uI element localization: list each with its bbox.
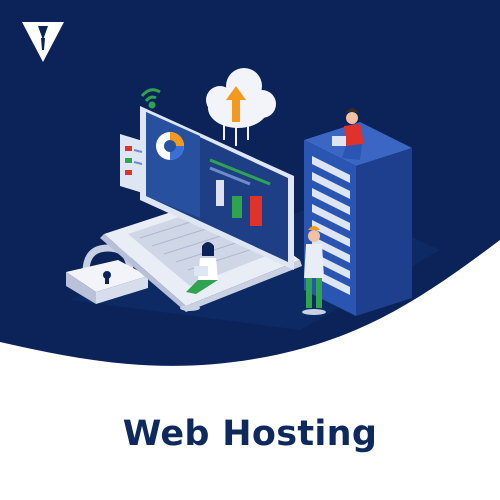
person-on-server xyxy=(332,108,364,160)
floating-panel xyxy=(120,134,146,194)
page-title: Web Hosting xyxy=(122,414,378,454)
person-standing xyxy=(302,226,326,315)
wifi-icon xyxy=(140,88,161,109)
padlock-icon xyxy=(66,244,148,304)
v-logo-icon xyxy=(22,22,64,62)
cloud-upload-icon xyxy=(206,68,276,146)
person-sitting xyxy=(180,242,218,311)
